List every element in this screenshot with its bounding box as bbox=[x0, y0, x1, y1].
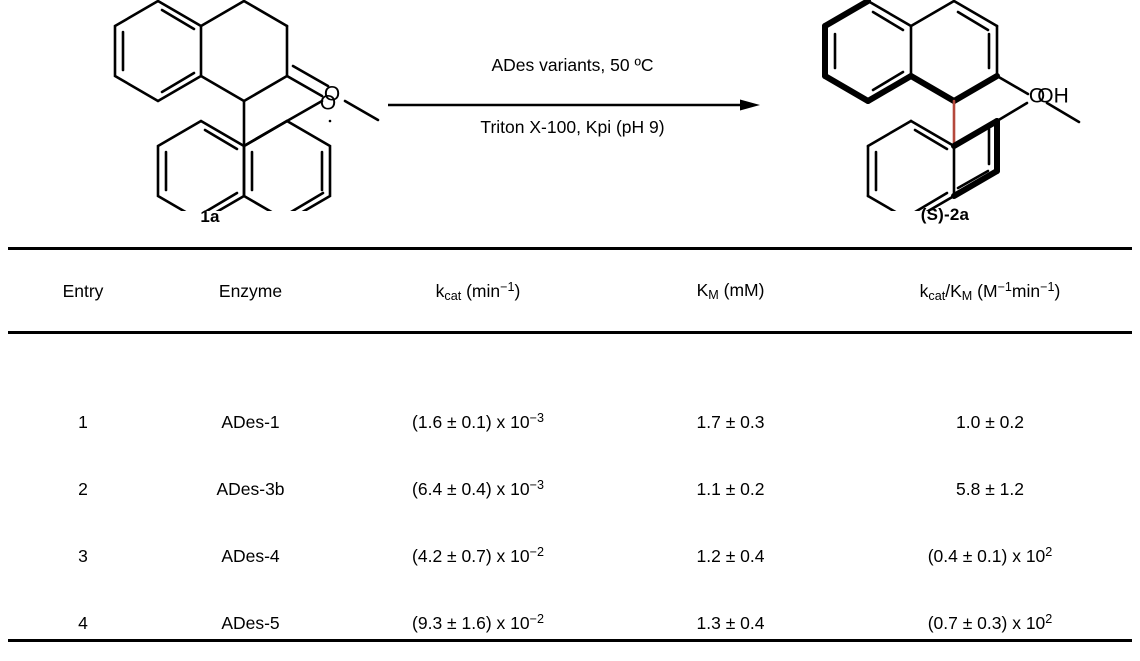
column-header-enzyme: Enzyme bbox=[218, 280, 283, 301]
column-header-km: KM (mM) bbox=[696, 280, 765, 302]
table-row: 2 ADes-3b (6.4 ± 0.4) x 10−3 1.1 ± 0.2 5… bbox=[8, 456, 1132, 523]
product-methoxy-oxygen-label: O bbox=[1029, 85, 1045, 108]
spacer-cell bbox=[848, 322, 1132, 389]
cell-kcat: (6.4 ± 0.4) x 10−3 bbox=[412, 478, 544, 500]
reaction-arrow-group: ADes variants, 50 ºC Triton X-100, Kpi (… bbox=[385, 55, 760, 165]
cell-kcat: (1.6 ± 0.1) x 10−3 bbox=[412, 411, 544, 433]
table-row: 1 ADes-1 (1.6 ± 0.1) x 10−3 1.7 ± 0.3 1.… bbox=[8, 389, 1132, 456]
cell-km: 1.3 ± 0.4 bbox=[696, 613, 765, 633]
cell-kcat-km: 5.8 ± 1.2 bbox=[956, 479, 1024, 499]
cell-km: 1.7 ± 0.3 bbox=[696, 412, 765, 432]
cell-km: 1.1 ± 0.2 bbox=[696, 479, 765, 499]
reaction-scheme: O O 1a ADes variants, 50 ºC Triton X-100… bbox=[0, 0, 1140, 248]
cell-kcat: (4.2 ± 0.7) x 10−2 bbox=[412, 545, 544, 567]
cell-enzyme: ADes-3b bbox=[216, 479, 285, 499]
table-top-rule bbox=[8, 247, 1132, 250]
table-header-rule bbox=[8, 331, 1132, 334]
column-header-kcat-km: kcat/KM (M−1min−1) bbox=[919, 279, 1061, 303]
reaction-arrow-icon bbox=[388, 99, 760, 111]
product-hydroxyl-label: OH bbox=[1037, 85, 1069, 108]
cell-entry: 1 bbox=[78, 412, 88, 432]
substrate-methoxy-oxygen-label: O bbox=[324, 83, 340, 106]
substrate-ketone-oxygen-label: O bbox=[320, 92, 336, 115]
cell-enzyme: ADes-4 bbox=[221, 546, 280, 566]
cell-kcat-km: (0.4 ± 0.1) x 102 bbox=[927, 545, 1053, 567]
cell-kcat-km: (0.7 ± 0.3) x 102 bbox=[927, 612, 1053, 634]
product-structure-2a: OH O bbox=[822, 0, 1081, 211]
table-header-row: Entry Enzyme kcat (min−1) KM (mM) kcat/K… bbox=[8, 260, 1132, 322]
table-row: 3 ADes-4 (4.2 ± 0.7) x 10−2 1.2 ± 0.4 (0… bbox=[8, 523, 1132, 590]
cell-km: 1.2 ± 0.4 bbox=[696, 546, 765, 566]
cell-enzyme: ADes-5 bbox=[221, 613, 280, 633]
kinetics-table: Entry Enzyme kcat (min−1) KM (mM) kcat/K… bbox=[8, 260, 1132, 657]
reaction-conditions-below: Triton X-100, Kpi (pH 9) bbox=[480, 117, 665, 137]
cell-kcat-km: 1.0 ± 0.2 bbox=[956, 412, 1024, 432]
substrate-label: 1a bbox=[200, 207, 220, 226]
cell-entry: 3 bbox=[78, 546, 88, 566]
column-header-entry: Entry bbox=[62, 280, 104, 301]
cell-entry: 2 bbox=[78, 479, 88, 499]
reaction-conditions-above: ADes variants, 50 ºC bbox=[491, 55, 654, 75]
table-row: 4 ADes-5 (9.3 ± 1.6) x 10−2 1.3 ± 0.4 (0… bbox=[8, 590, 1132, 657]
cell-enzyme: ADes-1 bbox=[221, 412, 280, 432]
spacer-cell bbox=[613, 322, 848, 389]
product-label: (S)-2a bbox=[920, 205, 970, 224]
table-spacer-row bbox=[8, 322, 1132, 389]
substrate-structure-1a: O O bbox=[113, 0, 380, 211]
spacer-cell bbox=[158, 322, 343, 389]
column-header-kcat: kcat (min−1) bbox=[435, 279, 521, 303]
spacer-cell bbox=[343, 322, 613, 389]
cell-entry: 4 bbox=[78, 613, 88, 633]
spacer-cell bbox=[8, 322, 158, 389]
table-body: 1 ADes-1 (1.6 ± 0.1) x 10−3 1.7 ± 0.3 1.… bbox=[8, 322, 1132, 657]
table-bottom-rule bbox=[8, 639, 1132, 642]
cell-kcat: (9.3 ± 1.6) x 10−2 bbox=[412, 612, 544, 634]
